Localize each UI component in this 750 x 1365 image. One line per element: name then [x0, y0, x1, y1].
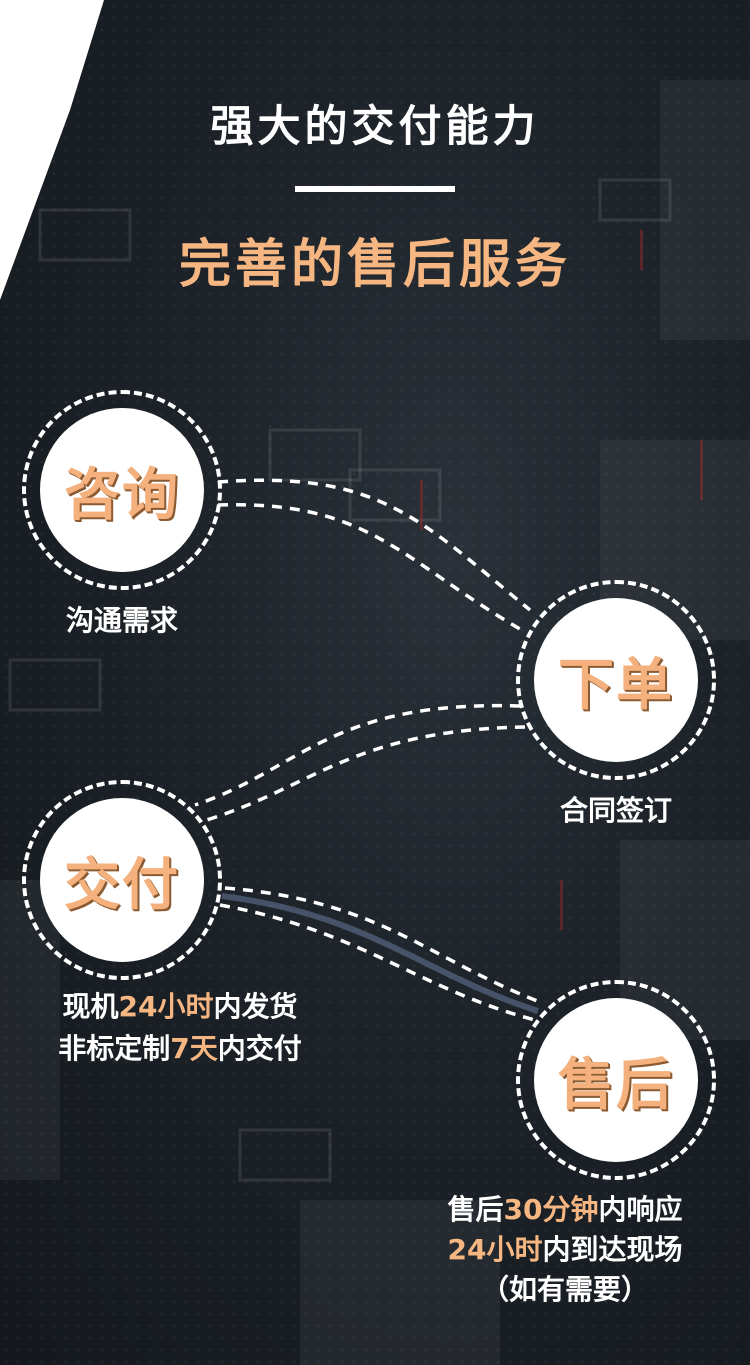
step-delivery-caption: 现机24小时内发货 非标定制7天内交付: [0, 986, 360, 1070]
step-after-sales: 售后: [516, 980, 716, 1180]
dashed-ring: [22, 780, 222, 980]
dashed-ring: [22, 390, 222, 590]
step-label: 咨询: [64, 462, 180, 528]
step-disc: 交付: [40, 798, 204, 962]
step-disc: 咨询: [40, 408, 204, 572]
dashed-ring: [516, 980, 716, 1180]
connector-2-a: [194, 703, 521, 807]
step-label: 交付: [64, 852, 180, 918]
page-subtitle: 完善的售后服务: [178, 235, 571, 295]
caption-line: 售后30分钟内响应: [447, 1193, 683, 1226]
step-order-caption: 合同签订: [559, 794, 672, 827]
connector-3-a: [224, 886, 541, 1004]
caption-line: 24小时内到达现场: [447, 1233, 683, 1266]
caption-line: 现机24小时内发货: [62, 990, 298, 1023]
caption-line: （如有需要）: [480, 1273, 649, 1306]
connector-1-a: [217, 478, 532, 612]
step-disc: 售后: [534, 998, 698, 1162]
step-label: 下单: [558, 652, 674, 718]
step-delivery: 交付: [22, 780, 222, 980]
connector-3-shadow: [221, 893, 539, 1014]
page-title: 强大的交付能力: [210, 102, 540, 152]
step-after-sales-caption: 售后30分钟内响应 24小时内到达现场 （如有需要）: [400, 1190, 730, 1310]
caption-line: 非标定制7天内交付: [58, 1032, 302, 1065]
step-consult: 咨询: [22, 390, 222, 590]
step-order: 下单: [516, 580, 716, 780]
title-divider: [295, 186, 455, 192]
step-consult-caption: 沟通需求: [65, 604, 178, 637]
step-label: 售后: [558, 1052, 674, 1118]
connector-1-b: [217, 502, 526, 634]
step-disc: 下单: [534, 598, 698, 762]
dashed-ring: [516, 580, 716, 780]
connector-3-b: [219, 903, 536, 1022]
connector-2-b: [199, 725, 526, 824]
